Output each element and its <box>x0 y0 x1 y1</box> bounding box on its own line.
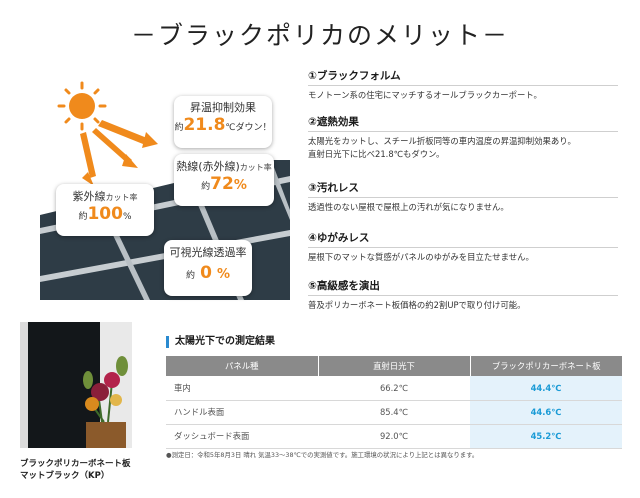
merit-title: ⑤高級感を演出 <box>308 280 380 292</box>
row-name: ハンドル表面 <box>166 400 318 425</box>
temperature-label: 昇温抑制効果 <box>190 101 256 114</box>
uv-suffix: % <box>122 211 132 222</box>
product-photo <box>20 322 132 448</box>
uv-label-small: カット率 <box>105 193 138 202</box>
visible-light-label: 可視光線透過率 <box>169 246 247 259</box>
merit-desc-line: 普及ポリカーボネート板価格の約2割UPで取り付け可能。 <box>308 300 526 310</box>
product-caption-line1: ブラックポリカーボネート板 <box>20 459 131 469</box>
merit-desc-line: 太陽光をカットし、スチール折板同等の車内温度の昇温抑制効果あり。 <box>308 136 576 146</box>
visible-light-prefix: 約 <box>185 270 195 281</box>
infrared-suffix: % <box>233 177 247 193</box>
product-caption: ブラックポリカーボネート板 マットブラック（KP） <box>20 458 160 483</box>
infrared-label: 熱線(赤外線) <box>176 160 240 173</box>
ray-arrow-icon <box>80 120 158 186</box>
sun-icon <box>57 81 107 131</box>
uv-prefix: 約 <box>78 211 88 222</box>
merit-item: ⑤高級感を演出 普及ポリカーボネート板価格の約2割UPで取り付け可能。 <box>308 278 618 312</box>
row-poly: 44.4℃ <box>470 376 622 401</box>
merit-item: ③汚れレス 透過性のない屋根で屋根上の汚れが気になりません。 <box>308 180 618 214</box>
measurement-note: ●測定日：令和5年8月3日 晴れ 気温33～38℃での実測値です。施工環境の状況… <box>166 451 479 459</box>
infrared-label-small: カット率 <box>239 163 272 172</box>
merit-desc-line: 直射日光下に比べ21.8℃もダウン。 <box>308 149 445 160</box>
measurement-table: パネル種 直射日光下 ブラックポリカーボネート板 車内 66.2℃ 44.4℃ … <box>166 356 622 449</box>
row-direct: 85.4℃ <box>318 400 470 425</box>
row-direct: 66.2℃ <box>318 376 470 401</box>
merit-title: ①ブラックフォルム <box>308 70 401 82</box>
temperature-suffix: ℃ダウン！ <box>225 122 272 133</box>
row-name: ダッシュボード表面 <box>166 424 318 449</box>
uv-value: 100 <box>87 203 123 224</box>
temperature-prefix: 約 <box>174 122 184 133</box>
row-poly: 45.2℃ <box>470 424 622 449</box>
merit-item: ②遮熱効果 太陽光をカットし、スチール折板同等の車内温度の昇温抑制効果あり。 直… <box>308 114 618 161</box>
row-direct: 92.0℃ <box>318 424 470 449</box>
table-title: 太陽光下での測定結果 <box>166 336 275 348</box>
merit-title: ④ゆがみレス <box>308 232 370 244</box>
merit-desc: 透過性のない屋根で屋根上の汚れが気になりません。 <box>308 197 618 214</box>
header-black-poly: ブラックポリカーボネート板 <box>470 356 622 376</box>
flower-arrangement <box>83 356 128 448</box>
merit-desc: 太陽光をカットし、スチール折板同等の車内温度の昇温抑制効果あり。 直射日光下に比… <box>308 131 618 161</box>
merit-title: ②遮熱効果 <box>308 116 359 128</box>
table-row: 車内 66.2℃ 44.4℃ <box>166 376 622 401</box>
visible-light-value: 0 <box>200 262 212 283</box>
uv-label: 紫外線 <box>72 190 106 203</box>
temperature-value: 21.8 <box>183 114 226 135</box>
merit-desc: モノトーン系の住宅にマッチするオールブラックカーポート。 <box>308 85 618 102</box>
merit-desc-line: 透過性のない屋根で屋根上の汚れが気になりません。 <box>308 202 509 212</box>
merit-desc: 屋根下のマットな質感がパネルのゆがみを目立たせません。 <box>308 247 618 264</box>
product-caption-line2: マットブラック（KP） <box>20 471 110 482</box>
merit-item: ④ゆがみレス 屋根下のマットな質感がパネルのゆがみを目立たせません。 <box>308 230 618 264</box>
visible-light-suffix: % <box>217 266 231 282</box>
header-panel-type: パネル種 <box>166 356 319 376</box>
table-row: ダッシュボード表面 92.0℃ 45.2℃ <box>166 424 622 449</box>
page-title: －ブラックポリカのメリット－ <box>130 21 509 50</box>
merit-desc: 普及ポリカーボネート板価格の約2割UPで取り付け可能。 <box>308 295 618 312</box>
uv-bubble: 紫外線カット率 約100% <box>56 184 154 236</box>
merit-desc-line: モノトーン系の住宅にマッチするオールブラックカーポート。 <box>308 90 542 100</box>
merit-desc-line: 屋根下のマットな質感がパネルのゆがみを目立たせません。 <box>308 252 534 262</box>
row-poly: 44.6℃ <box>470 400 622 425</box>
heat-illustration: 昇温抑制効果 約21.8℃ダウン！ 熱線(赤外線)カット率 約72% 紫外線カッ… <box>40 80 290 300</box>
table-row: ハンドル表面 85.4℃ 44.6℃ <box>166 400 622 425</box>
temperature-bubble: 昇温抑制効果 約21.8℃ダウン！ <box>174 96 272 148</box>
merit-item: ①ブラックフォルム モノトーン系の住宅にマッチするオールブラックカーポート。 <box>308 68 618 102</box>
table-header-row: パネル種 直射日光下 ブラックポリカーボネート板 <box>166 356 622 376</box>
visible-light-bubble: 可視光線透過率 約 0 % <box>164 240 252 296</box>
infrared-bubble: 熱線(赤外線)カット率 約72% <box>174 154 274 206</box>
infrared-prefix: 約 <box>201 181 211 192</box>
infrared-value: 72 <box>210 173 234 194</box>
row-name: 車内 <box>166 376 318 401</box>
header-direct-sunlight: 直射日光下 <box>318 356 471 376</box>
merit-title: ③汚れレス <box>308 182 359 194</box>
